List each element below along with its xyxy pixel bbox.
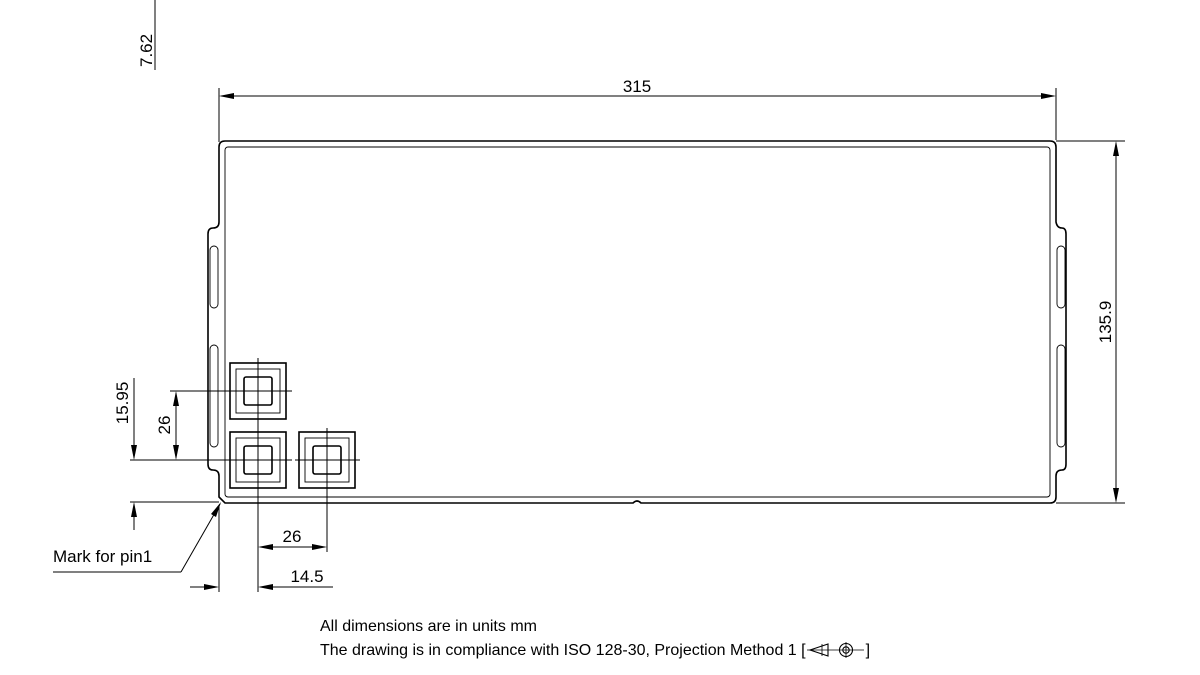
dimension-pin-offset-vertical: 15.95 bbox=[113, 378, 219, 530]
dimension-pin-pitch-vertical-text: 26 bbox=[155, 416, 174, 435]
mounting-slot bbox=[209, 245, 219, 309]
dimension-pin-pitch-horizontal-text: 26 bbox=[283, 527, 302, 546]
first-angle-projection-icon bbox=[806, 642, 866, 664]
arrowhead bbox=[1113, 488, 1119, 503]
arrowhead bbox=[219, 93, 234, 99]
dimension-overall-length: 315 bbox=[218, 77, 1057, 142]
compliance-note: The drawing is in compliance with ISO 12… bbox=[320, 641, 870, 664]
terminal-centerlines bbox=[130, 358, 360, 592]
arrowhead bbox=[258, 544, 273, 550]
arrowhead bbox=[1113, 141, 1119, 156]
arrowhead bbox=[258, 584, 273, 590]
arrowhead bbox=[173, 445, 179, 460]
dimension-overall-height-text: 135.9 bbox=[1096, 301, 1115, 344]
dimension-pin-pitch-horizontal: 26 bbox=[258, 527, 327, 550]
compliance-note-text: The drawing is in compliance with ISO 12… bbox=[320, 642, 806, 659]
arrowhead bbox=[173, 391, 179, 406]
compliance-note-suffix: ] bbox=[865, 642, 871, 659]
dimension-pin-pitch-vertical: 26 bbox=[155, 391, 179, 460]
mounting-slot bbox=[1056, 344, 1066, 448]
arrowhead bbox=[211, 502, 221, 517]
dimension-pin-offset-vertical-text: 15.95 bbox=[113, 382, 132, 425]
mounting-slot bbox=[1056, 245, 1066, 309]
dimension-offset-top-text: 7.62 bbox=[137, 34, 156, 67]
arrowhead bbox=[131, 445, 137, 460]
arrowhead bbox=[1041, 93, 1056, 99]
dimension-offset-top: 7.62 bbox=[137, 0, 156, 70]
module-outline bbox=[207, 140, 1067, 504]
arrowhead bbox=[312, 544, 327, 550]
dimension-overall-height: 135.9 bbox=[1056, 140, 1125, 504]
dimension-pin-offset-horizontal: 14.5 bbox=[190, 505, 333, 592]
units-note: All dimensions are in units mm bbox=[320, 618, 537, 635]
arrowhead bbox=[131, 502, 137, 517]
arrowhead bbox=[204, 584, 219, 590]
pin1-mark-label: Mark for pin1 bbox=[53, 547, 152, 566]
dimension-overall-length-text: 315 bbox=[623, 77, 651, 96]
pin1-mark-callout: Mark for pin1 bbox=[53, 502, 221, 573]
dimension-pin-offset-horizontal-text: 14.5 bbox=[290, 567, 323, 586]
mounting-slot bbox=[209, 344, 219, 448]
